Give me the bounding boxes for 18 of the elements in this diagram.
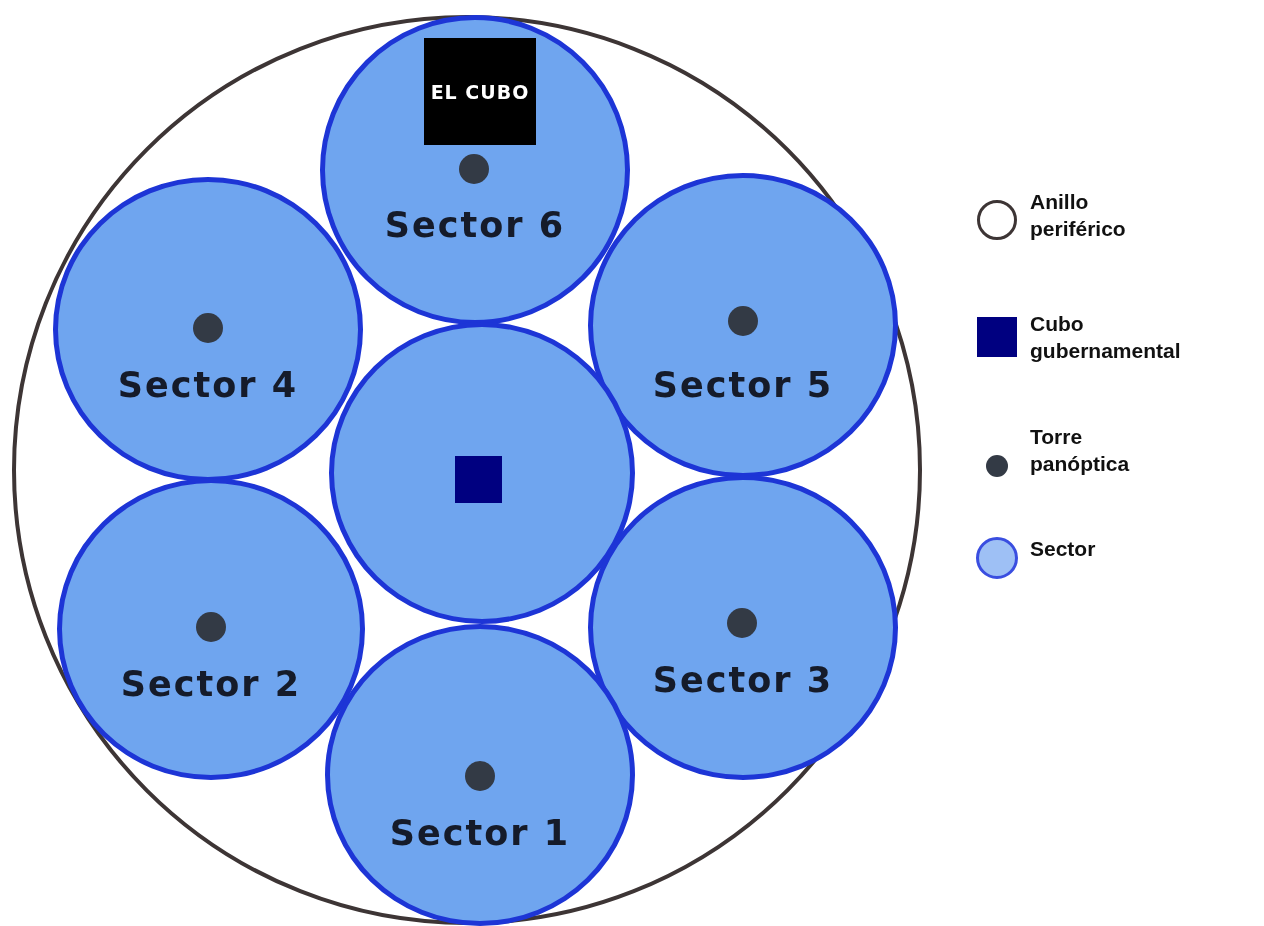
cube-block: EL CUBO bbox=[424, 38, 536, 145]
sector-label: Sector 2 bbox=[120, 664, 302, 704]
square-icon bbox=[455, 456, 502, 503]
tower-dot-icon bbox=[193, 313, 223, 343]
tower-dot-icon bbox=[459, 154, 489, 184]
sector-label: Sector 3 bbox=[652, 660, 834, 700]
tower-dot-icon bbox=[727, 608, 757, 638]
sector-label: Sector 5 bbox=[652, 365, 834, 405]
sector-label: Sector 1 bbox=[389, 813, 571, 853]
sector-label: Sector 6 bbox=[384, 205, 566, 245]
sector-label: Sector 4 bbox=[117, 365, 299, 405]
tower-dot-icon bbox=[196, 612, 226, 642]
legend-label: Torre panóptica bbox=[1030, 424, 1131, 477]
legend-label: Anillo periférico bbox=[1030, 189, 1127, 242]
tower-dot-icon bbox=[728, 306, 758, 336]
tower-dot-icon bbox=[465, 761, 495, 791]
legend-label: Sector bbox=[1030, 536, 1097, 562]
legend-label: Cubo gubernamental bbox=[1030, 311, 1180, 364]
